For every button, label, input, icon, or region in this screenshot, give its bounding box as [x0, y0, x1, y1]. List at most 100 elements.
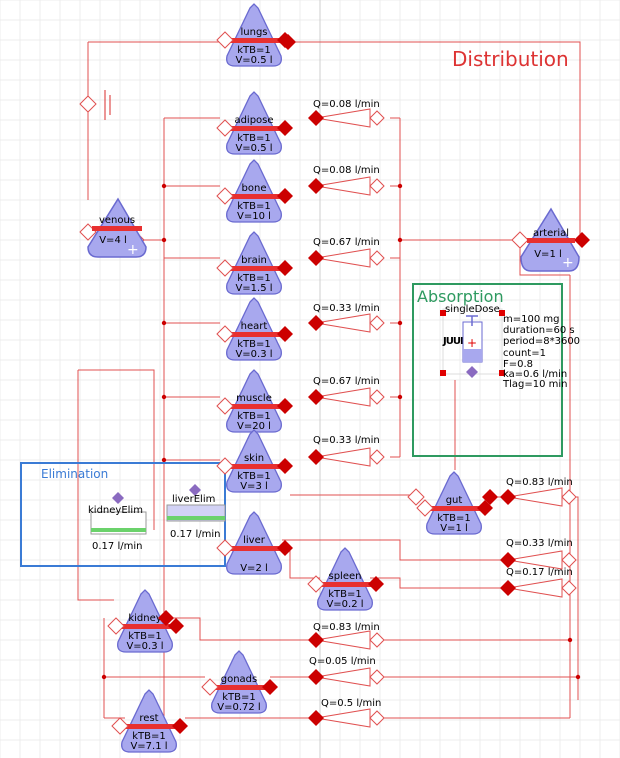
- rest-name: rest: [139, 713, 158, 724]
- dose-handle-bl[interactable]: [440, 370, 446, 376]
- brain-ktb: kTB=1: [237, 273, 271, 284]
- kidney-outlet-diamond[interactable]: [158, 610, 174, 626]
- valve-skin[interactable]: [308, 447, 385, 467]
- liver-elim-rate: 0.17 l/min: [170, 529, 220, 540]
- muscle-volume: V=20 l: [237, 421, 271, 432]
- adipose-inlet-port[interactable]: [216, 119, 234, 137]
- valve-kidney[interactable]: [308, 630, 385, 650]
- dose-handle-tl[interactable]: [440, 310, 446, 316]
- gut-inlet-diamond[interactable]: [407, 488, 425, 506]
- brain-inlet-port[interactable]: [216, 259, 234, 277]
- bone-inlet-port[interactable]: [216, 187, 234, 205]
- venous-compartment[interactable]: venous V=4 l +: [87, 197, 147, 258]
- adipose-volume: V=0.5 l: [235, 143, 272, 154]
- venous-name: venous: [99, 215, 135, 226]
- arterial-plus-icon: +: [562, 255, 574, 271]
- adipose-ktb: kTB=1: [237, 133, 271, 144]
- arterial-volume: V=1 l: [534, 249, 562, 260]
- skin-inlet-port[interactable]: [216, 457, 234, 475]
- valve-liver[interactable]: [500, 550, 577, 570]
- valve-heart[interactable]: [308, 313, 385, 333]
- arterial-inlet-diamond[interactable]: [511, 231, 529, 249]
- liver-inlet-port[interactable]: [216, 539, 234, 557]
- liver-elimination[interactable]: liverElim 0.17 l/min: [166, 484, 226, 540]
- flow-label-adipose: Q=0.08 l/min: [313, 99, 380, 110]
- brain-name: brain: [241, 255, 267, 266]
- gonads-outlet-port[interactable]: [262, 679, 278, 695]
- valve-rest[interactable]: [308, 708, 385, 728]
- valve-bone[interactable]: [308, 176, 385, 196]
- muscle-inlet-port[interactable]: [216, 397, 234, 415]
- valve-muscle[interactable]: [308, 387, 385, 407]
- spleen-outlet-port[interactable]: [368, 576, 384, 592]
- flow-label-spleen: Q=0.17 l/min: [506, 567, 573, 578]
- rest-outlet-port[interactable]: [172, 718, 188, 734]
- arterial-compartment[interactable]: arterial V=1 l +: [520, 207, 580, 272]
- dose-handle-tr[interactable]: [499, 310, 505, 316]
- dose-param-count: count=1: [503, 348, 546, 359]
- gut-inlet-port[interactable]: [416, 499, 434, 517]
- heart-outlet-port[interactable]: [277, 326, 293, 342]
- muscle-outlet-port[interactable]: [277, 398, 293, 414]
- gonads-volume: V=0.72 l: [217, 702, 260, 713]
- single-dose-block[interactable]: singleDose JUUL + m=100 mg duration=60 s…: [440, 304, 580, 390]
- lungs-inlet-port[interactable]: [216, 31, 234, 49]
- muscle-ktb: kTB=1: [237, 411, 271, 422]
- kidney-inlet-port[interactable]: [107, 617, 125, 635]
- valve-brain[interactable]: [308, 248, 385, 268]
- rest-inlet-port[interactable]: [111, 717, 129, 735]
- kidney-name: kidney: [128, 613, 161, 624]
- kidney-ktb: kTB=1: [128, 631, 162, 642]
- gut-outlet-diamond[interactable]: [482, 489, 498, 505]
- adipose-outlet-port[interactable]: [277, 120, 293, 136]
- gut-volume: V=1 l: [440, 523, 468, 534]
- bone-outlet-port[interactable]: [277, 188, 293, 204]
- valve-spleen[interactable]: [500, 578, 577, 598]
- heart-inlet-port[interactable]: [216, 325, 234, 343]
- flow-label-skin: Q=0.33 l/min: [313, 435, 380, 446]
- valve-gonads[interactable]: [308, 667, 385, 687]
- kidney-elim-name: kidneyElim: [88, 505, 143, 516]
- skin-outlet-port[interactable]: [277, 458, 293, 474]
- brain-outlet-port[interactable]: [277, 260, 293, 276]
- flow-label-gut: Q=0.83 l/min: [506, 477, 573, 488]
- dose-handle-br[interactable]: [499, 370, 505, 376]
- spleen-inlet-port[interactable]: [307, 575, 325, 593]
- lungs-outlet-diamond[interactable]: [280, 34, 296, 50]
- liver-outlet-port[interactable]: [277, 540, 293, 556]
- absorption-section: Absorption: [412, 283, 563, 457]
- gonads-name: gonads: [221, 674, 258, 685]
- venous-volume: V=4 l: [99, 235, 127, 246]
- bone-volume: V=10 l: [237, 211, 271, 222]
- valve-gut[interactable]: [500, 487, 577, 507]
- liver-volume: V=2 l: [240, 563, 268, 574]
- brain-volume: V=1.5 l: [235, 283, 272, 294]
- kidney-elim-port: [112, 492, 124, 504]
- bone-ktb: kTB=1: [237, 201, 271, 212]
- valve-adipose[interactable]: [308, 108, 385, 128]
- gonads-inlet-port[interactable]: [201, 678, 219, 696]
- rest-ktb: kTB=1: [132, 731, 166, 742]
- kidney-elimination[interactable]: kidneyElim 0.17 l/min: [88, 492, 147, 552]
- kidney-outlet-port[interactable]: [168, 618, 184, 634]
- kidney-elim-bar: [91, 528, 146, 532]
- compartment-brain[interactable]: brain kTB=1V=1.5 l: [216, 231, 293, 295]
- gut-ktb: kTB=1: [437, 513, 471, 524]
- flow-label-brain: Q=0.67 l/min: [313, 237, 380, 248]
- spleen-name: spleen: [329, 571, 362, 582]
- flow-label-kidney: Q=0.83 l/min: [313, 622, 380, 633]
- arterial-outlet-diamond[interactable]: [574, 232, 590, 248]
